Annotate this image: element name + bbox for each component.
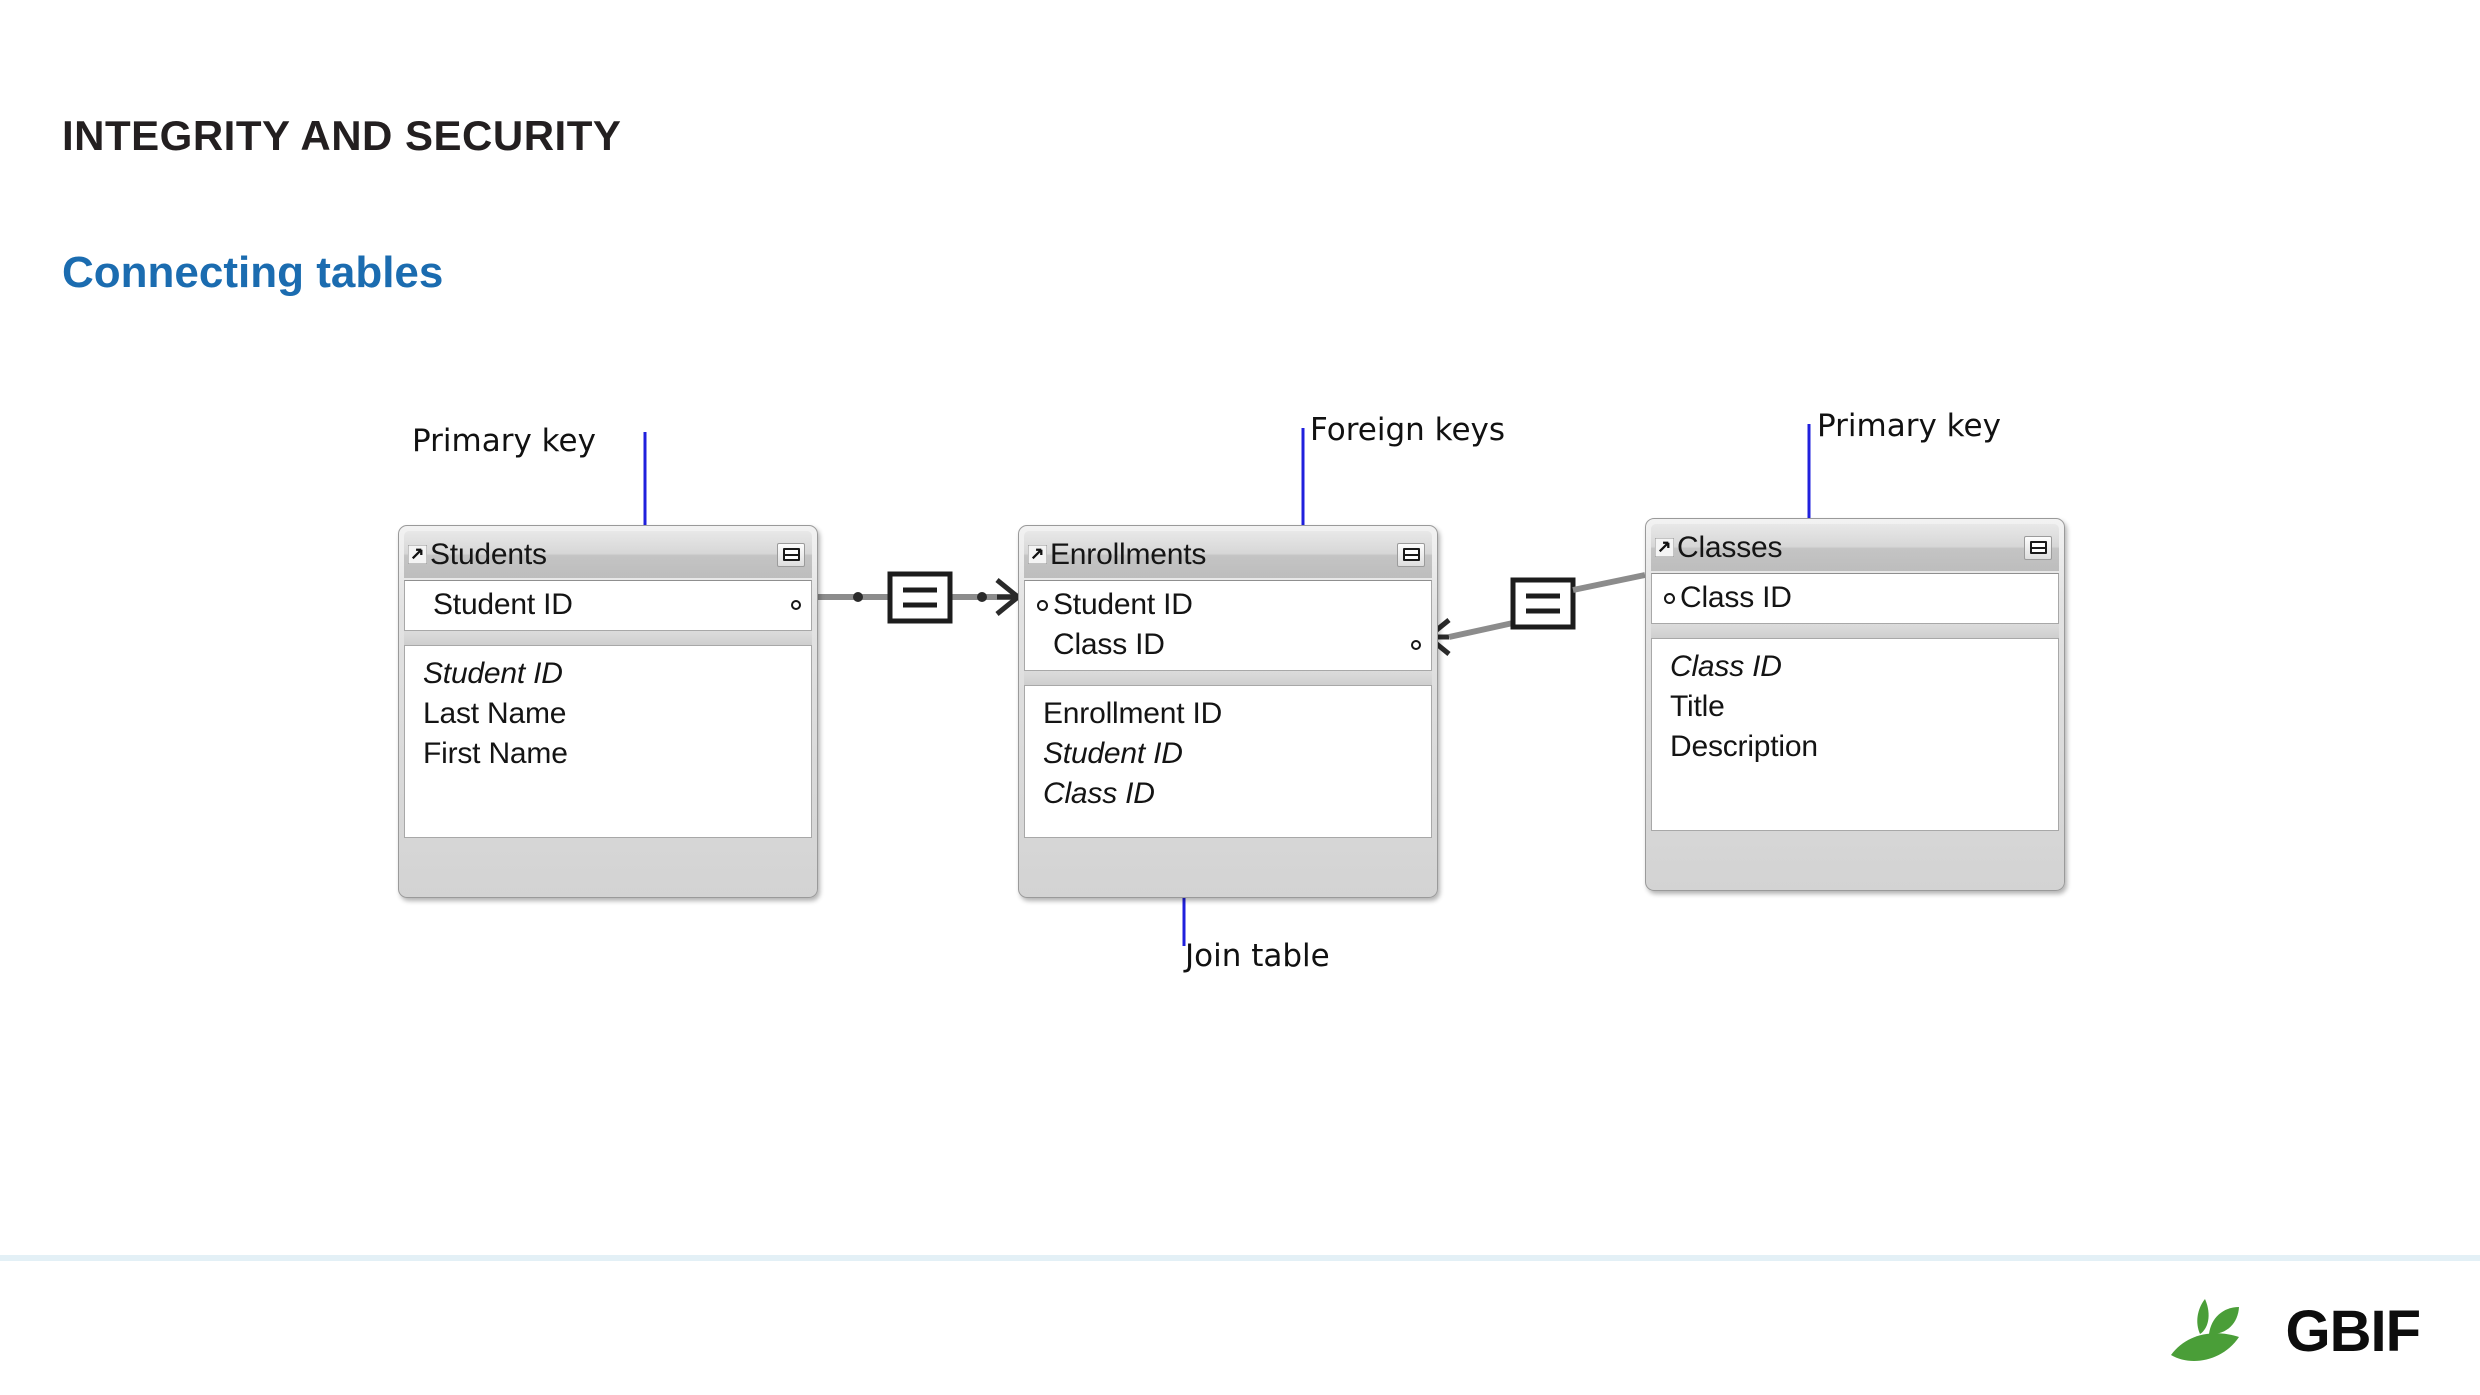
table-window-students[interactable]: Students Student ID Student ID Last Name… xyxy=(398,525,818,898)
key-field-label: Class ID xyxy=(1053,628,1165,661)
key-bullet-icon xyxy=(1037,640,1048,651)
panel-divider xyxy=(404,631,812,645)
key-row[interactable]: Class ID xyxy=(1658,578,2052,618)
footer-divider xyxy=(0,1255,2480,1261)
field-list-students: Student ID Last Name First Name xyxy=(404,645,812,838)
table-view-button-classes[interactable] xyxy=(2024,535,2052,560)
brand-name: GBIF xyxy=(2285,1299,2421,1364)
field-row: Class ID xyxy=(1043,777,1155,810)
key-row[interactable]: Student ID xyxy=(1031,585,1425,625)
key-bullet-icon xyxy=(1664,592,1675,604)
key-field-box-classes: Class ID xyxy=(1651,573,2059,624)
brand-logo: GBIF xyxy=(2167,1293,2421,1371)
key-bullet-icon xyxy=(1037,599,1048,611)
table-window-classes[interactable]: Classes Class ID Class ID Title Descript… xyxy=(1645,518,2065,891)
field-row: Title xyxy=(1670,690,1725,723)
field-row: Description xyxy=(1670,730,1818,763)
relationship-anchor-dot-icon xyxy=(791,600,801,610)
expand-arrow-icon xyxy=(1655,538,1674,557)
table-title-bar-classes[interactable]: Classes xyxy=(1651,524,2059,571)
page-title: INTEGRITY AND SECURITY xyxy=(62,112,622,159)
key-field-box-enrollments: Student ID Class ID xyxy=(1024,580,1432,671)
table-name-classes: Classes xyxy=(1677,530,1783,564)
field-row: First Name xyxy=(423,737,568,770)
key-row[interactable]: Class ID xyxy=(1031,625,1425,665)
key-bullet-icon xyxy=(417,600,428,611)
relationship-students-enrollments xyxy=(818,571,1020,624)
table-name-students: Students xyxy=(430,537,547,571)
annotation-primary-key-left: Primary key xyxy=(412,423,596,459)
key-field-label: Student ID xyxy=(433,588,573,621)
relationship-enrollments-classes xyxy=(1426,572,1646,656)
table-title-bar-enrollments[interactable]: Enrollments xyxy=(1024,531,1432,578)
expand-arrow-icon xyxy=(408,545,427,564)
annotation-primary-key-right: Primary key xyxy=(1817,408,2001,444)
panel-divider xyxy=(1024,671,1432,685)
field-row: Student ID xyxy=(423,657,563,690)
key-field-box-students: Student ID xyxy=(404,580,812,631)
field-row: Class ID xyxy=(1670,650,1782,683)
page-subtitle: Connecting tables xyxy=(62,248,444,297)
field-row: Last Name xyxy=(423,697,567,730)
annotation-join-table: Join table xyxy=(1185,938,1330,974)
field-row: Enrollment ID xyxy=(1043,697,1223,730)
table-window-enrollments[interactable]: Enrollments Student ID Class ID Enrollme… xyxy=(1018,525,1438,898)
annotation-foreign-keys: Foreign keys xyxy=(1310,412,1506,448)
key-row[interactable]: Student ID xyxy=(411,585,805,625)
gbif-leaf-icon xyxy=(2171,1299,2240,1361)
field-list-classes: Class ID Title Description xyxy=(1651,638,2059,831)
table-name-enrollments: Enrollments xyxy=(1050,537,1207,571)
key-field-label: Student ID xyxy=(1053,588,1193,621)
panel-divider xyxy=(1651,624,2059,638)
field-row: Student ID xyxy=(1043,737,1183,770)
table-view-button-students[interactable] xyxy=(777,542,805,567)
relationship-anchor-dot-icon xyxy=(1411,640,1421,650)
table-title-bar-students[interactable]: Students xyxy=(404,531,812,578)
expand-arrow-icon xyxy=(1028,545,1047,564)
field-list-enrollments: Enrollment ID Student ID Class ID xyxy=(1024,685,1432,838)
table-view-button-enrollments[interactable] xyxy=(1397,542,1425,567)
key-field-label: Class ID xyxy=(1680,581,1792,614)
